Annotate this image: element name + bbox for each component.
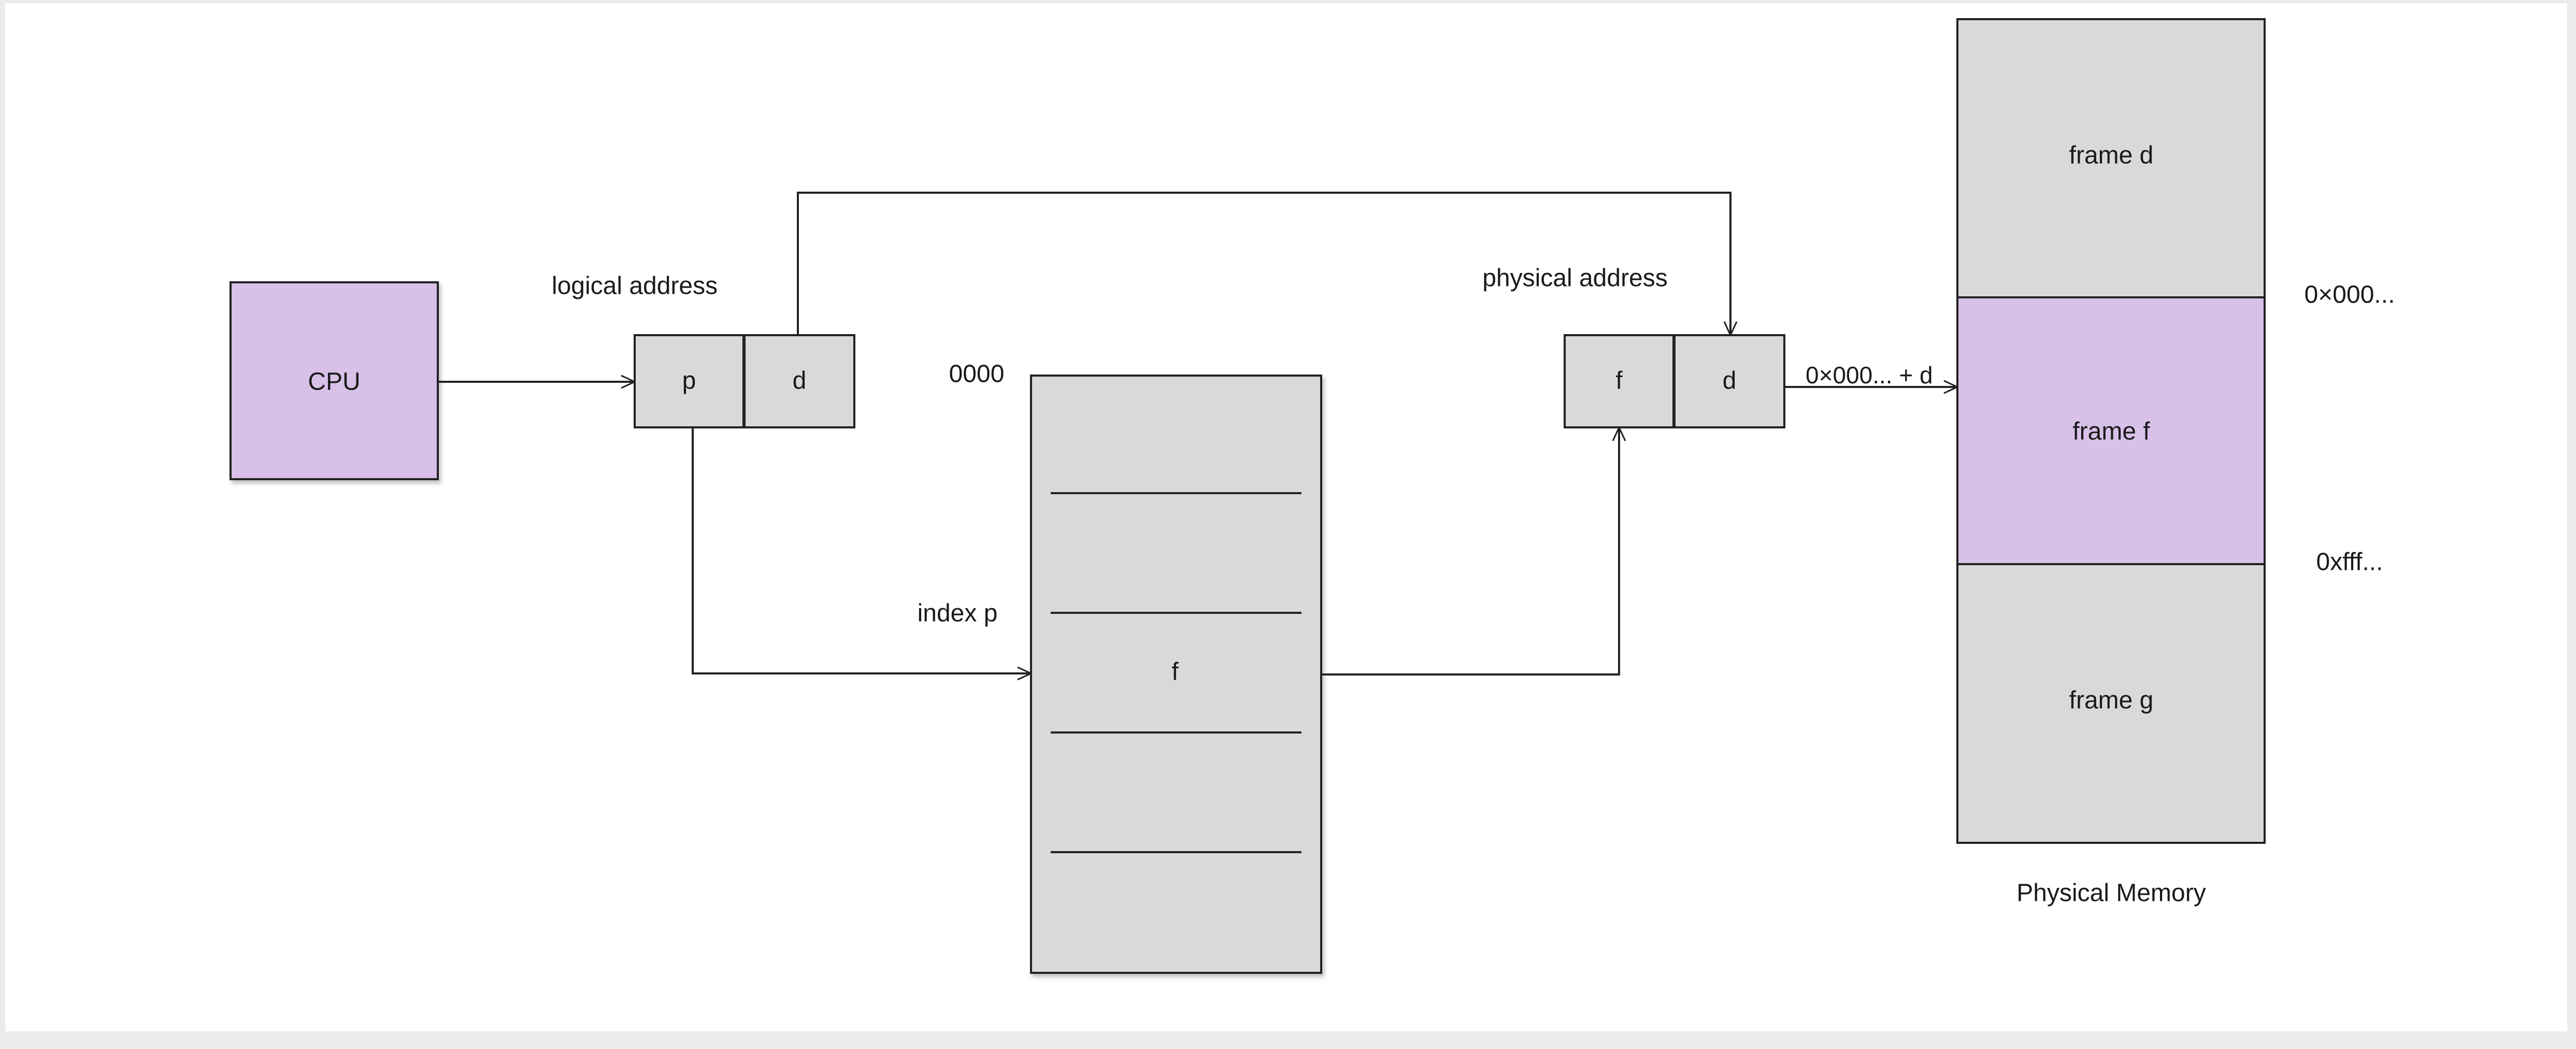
logical-offset-label: d [793, 367, 807, 395]
physical-address-title: physical address [1482, 265, 1668, 292]
logical-page-label: p [682, 367, 696, 395]
logical-address-title: logical address [552, 272, 718, 300]
page-table-index-label: index p [918, 600, 998, 627]
frame-number-arrow [1321, 427, 1619, 676]
physical-memory-title: Physical Memory [2016, 880, 2206, 907]
memory-frame-f-label: frame f [2072, 418, 2150, 446]
physical-frame-label: f [1615, 367, 1623, 395]
page-index-arrow [692, 427, 1031, 673]
page-table-box [1030, 375, 1322, 974]
memory-frame-g-label: frame g [2069, 687, 2154, 714]
memory-frame-d [1956, 18, 2266, 298]
memory-frame-d-label: frame d [2069, 142, 2154, 169]
logical-page-cell [634, 334, 745, 428]
physical-frame-cell [1564, 334, 1675, 428]
physical-offset-label: d [1723, 367, 1737, 395]
page-table-start-label: 0000 [949, 361, 1005, 388]
physical-offset-cell [1673, 334, 1785, 428]
memory-frame-f [1956, 296, 2266, 565]
cpu-box [230, 281, 439, 480]
logical-offset-cell [743, 334, 855, 428]
offset-bypass-arrow [797, 192, 1730, 335]
memory-frame-g [1956, 563, 2266, 844]
cpu-label: CPU [308, 368, 360, 396]
memory-start-address: 0×000... [2305, 281, 2395, 309]
physical-output-label: 0×000... + d [1806, 362, 1933, 389]
memory-end-address: 0xfff... [2316, 549, 2383, 576]
page-table-entry-label: f [1171, 658, 1179, 686]
